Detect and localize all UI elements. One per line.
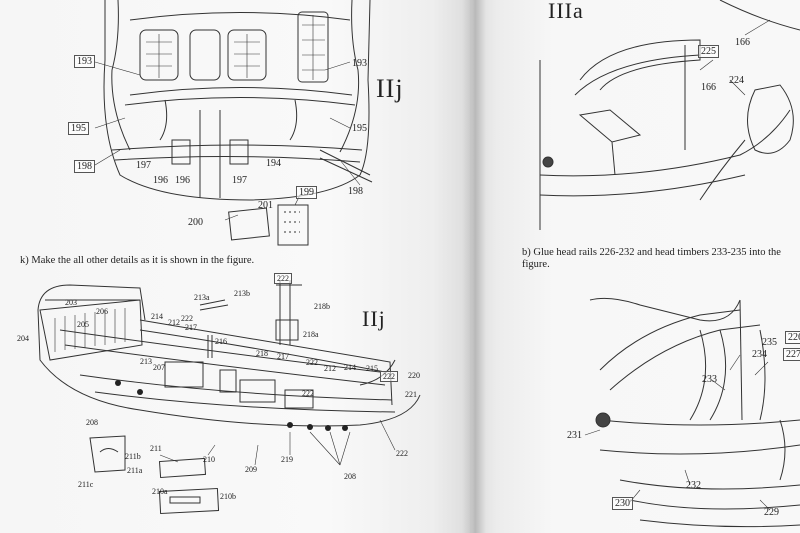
part-number: 198 bbox=[74, 160, 95, 173]
part-number: 222 bbox=[181, 314, 193, 323]
part-number: 231 bbox=[567, 430, 582, 441]
part-number: 194 bbox=[266, 158, 281, 169]
head-rails-drawing bbox=[584, 297, 800, 528]
part-number: 210a bbox=[152, 487, 168, 496]
part-number: 205 bbox=[77, 320, 89, 329]
part-number: 222 bbox=[302, 389, 314, 398]
part-number: 217 bbox=[185, 323, 197, 332]
part-number: 216 bbox=[215, 337, 227, 346]
part-number: 196 bbox=[175, 175, 190, 186]
hull-deck-drawing bbox=[37, 280, 421, 515]
part-number: 224 bbox=[729, 75, 744, 86]
part-number: 227 bbox=[783, 348, 800, 361]
caption-step-k: k) Make the all other details as it is s… bbox=[20, 255, 255, 266]
part-number: 211 bbox=[150, 444, 162, 453]
part-number: 218a bbox=[303, 330, 319, 339]
part-number: 218b bbox=[314, 302, 330, 311]
part-number: 196 bbox=[153, 175, 168, 186]
part-number: 209 bbox=[245, 465, 257, 474]
figure-label: IIIa bbox=[548, 0, 584, 23]
part-number: 204 bbox=[17, 334, 29, 343]
part-number: 201 bbox=[258, 200, 273, 211]
part-number: 193 bbox=[74, 55, 95, 68]
bow-head-drawing bbox=[539, 0, 800, 230]
part-number: 215 bbox=[366, 364, 378, 373]
part-number: 197 bbox=[136, 160, 151, 171]
caption-step-b: b) Glue head rails 226-232 and head timb… bbox=[522, 247, 781, 258]
part-number: 220 bbox=[408, 371, 420, 380]
part-number: 166 bbox=[735, 37, 750, 48]
part-number: 200 bbox=[188, 217, 203, 228]
part-number: 211a bbox=[127, 466, 143, 475]
part-number: 222 bbox=[380, 371, 398, 382]
figure-label: IIj bbox=[376, 74, 404, 103]
part-number: 212 bbox=[324, 364, 336, 373]
part-number: 195 bbox=[352, 123, 367, 134]
part-number: 222 bbox=[306, 358, 318, 367]
part-number: 217 bbox=[277, 352, 289, 361]
book-gutter bbox=[462, 0, 486, 533]
part-number: 198 bbox=[348, 186, 363, 197]
part-number: 221 bbox=[405, 390, 417, 399]
part-number: 210b bbox=[220, 492, 236, 501]
part-number: 195 bbox=[68, 122, 89, 135]
left-page bbox=[0, 0, 470, 533]
part-number: 208 bbox=[86, 418, 98, 427]
part-number: 222 bbox=[274, 273, 292, 284]
part-number: 208 bbox=[344, 472, 356, 481]
part-number: 210 bbox=[203, 455, 215, 464]
caption-step-b-cont: figure. bbox=[522, 259, 550, 270]
part-number: 207 bbox=[153, 363, 165, 372]
part-number: 213 bbox=[140, 357, 152, 366]
part-number: 213a bbox=[194, 293, 210, 302]
part-number: 233 bbox=[702, 374, 717, 385]
part-number: 193 bbox=[352, 58, 367, 69]
part-number: 166 bbox=[701, 82, 716, 93]
part-number: 226 bbox=[785, 331, 800, 344]
part-number: 199 bbox=[296, 186, 317, 199]
part-number: 203 bbox=[65, 298, 77, 307]
part-number: 218 bbox=[256, 349, 268, 358]
stern-gallery-drawing bbox=[94, 0, 373, 246]
figure-label: IIj bbox=[362, 306, 386, 331]
part-number: 229 bbox=[764, 507, 779, 518]
part-number: 212 bbox=[168, 318, 180, 327]
part-number: 197 bbox=[232, 175, 247, 186]
part-number: 214 bbox=[344, 363, 356, 372]
right-page bbox=[470, 0, 800, 533]
part-number: 234 bbox=[752, 349, 767, 360]
part-number: 230 bbox=[612, 497, 633, 510]
part-number: 222 bbox=[396, 449, 408, 458]
part-number: 235 bbox=[762, 337, 777, 348]
part-number: 211b bbox=[125, 452, 141, 461]
part-number: 206 bbox=[96, 307, 108, 316]
part-number: 211c bbox=[78, 480, 94, 489]
part-number: 214 bbox=[151, 312, 163, 321]
part-number: 213b bbox=[234, 289, 250, 298]
part-number: 225 bbox=[698, 45, 719, 58]
part-number: 232 bbox=[686, 480, 701, 491]
part-number: 219 bbox=[281, 455, 293, 464]
